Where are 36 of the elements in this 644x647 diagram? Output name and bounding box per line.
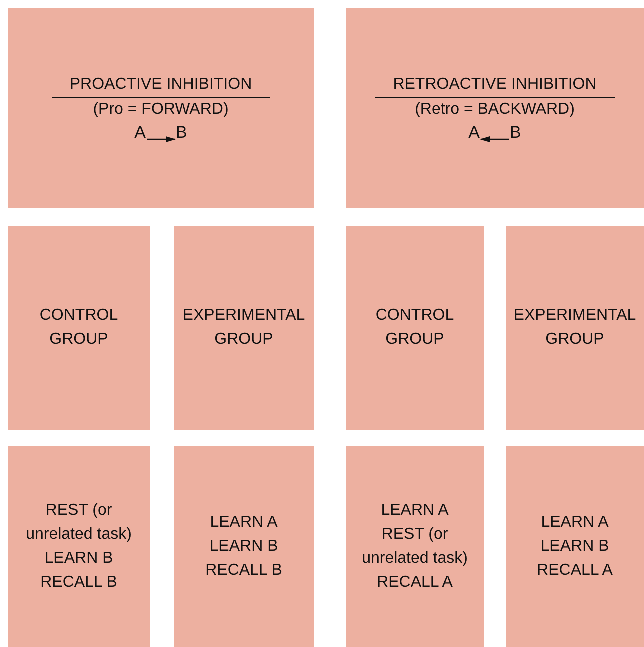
panel-box (346, 446, 484, 647)
letter-label: A (134, 122, 146, 144)
letter-label: B (510, 122, 522, 144)
panel-box (346, 226, 484, 430)
panel-box (174, 446, 314, 647)
panel-box (8, 446, 150, 647)
heading-text: PROACTIVE INHIBITION (52, 72, 270, 98)
step-text: LEARN B (210, 536, 278, 556)
panel-box (8, 226, 150, 430)
letter-label: B (176, 122, 188, 144)
panel-box (346, 8, 644, 208)
panel-box (506, 226, 644, 430)
letter-label: A (468, 122, 480, 144)
step-text: REST (or unrelated task) (25, 500, 133, 544)
step-text: EXPERIMENTAL GROUP (182, 306, 306, 350)
subtitle-text: (Retro = BACKWARD) (415, 100, 575, 120)
arrow (147, 136, 176, 142)
subtitle-text: (Pro = FORWARD) (93, 100, 229, 120)
panel-box (174, 226, 314, 430)
step-text: LEARN B (540, 536, 610, 556)
step-text: REST (or unrelated task) (361, 524, 469, 568)
arrow (480, 136, 509, 142)
step-text: CONTROL GROUP (38, 306, 120, 350)
step-text: LEARN A (210, 512, 278, 532)
step-text: RECALL A (537, 560, 613, 580)
step-text: RECALL B (40, 572, 118, 592)
heading-text: RETROACTIVE INHIBITION (375, 72, 615, 98)
panel-box (8, 8, 314, 208)
step-text: EXPERIMENTAL GROUP (512, 306, 638, 350)
step-text: RECALL A (377, 572, 453, 592)
step-text: CONTROL GROUP (374, 306, 456, 350)
step-text: LEARN A (381, 500, 449, 520)
step-text: RECALL B (206, 560, 282, 580)
step-text: LEARN A (541, 512, 609, 532)
panel-box (506, 446, 644, 647)
step-text: LEARN B (44, 548, 114, 568)
